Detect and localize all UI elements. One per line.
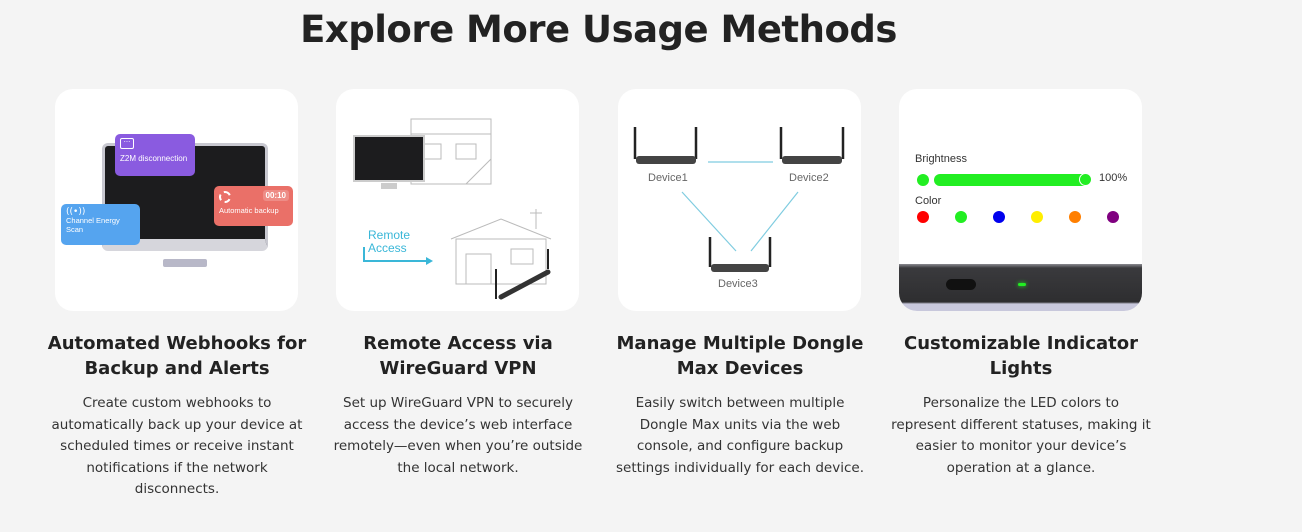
multi-device-illustration: Device1 Device2 Device3 bbox=[618, 89, 861, 311]
remote-access-label: Remote Access bbox=[368, 228, 411, 255]
device-label: Device1 bbox=[648, 172, 688, 184]
refresh-icon bbox=[219, 191, 231, 203]
antenna-icon: ((•)) bbox=[66, 207, 86, 217]
chat-icon: ··· bbox=[120, 138, 134, 149]
device-label: Device3 bbox=[718, 278, 758, 290]
brightness-slider[interactable] bbox=[934, 173, 1092, 186]
feature-indicator-lights: Brightness 100% Color Customizable Indic… bbox=[891, 89, 1151, 479]
brightness-fill bbox=[934, 173, 1092, 186]
feature-multi-device: Device1 Device2 Device3 Manage Multiple … bbox=[616, 89, 864, 479]
monitor-stand bbox=[163, 259, 207, 267]
webhooks-illustration: ··· Z2M disconnection ((•)) Channel Ener… bbox=[55, 89, 298, 311]
notification-channel-scan: ((•)) Channel Energy Scan bbox=[61, 204, 140, 245]
page-title: Explore More Usage Methods bbox=[300, 8, 897, 51]
remote-access-illustration: Remote Access bbox=[336, 89, 579, 311]
color-swatch[interactable] bbox=[917, 211, 929, 223]
color-swatch[interactable] bbox=[955, 211, 967, 223]
color-swatch[interactable] bbox=[1107, 211, 1119, 223]
feature-description: Create custom webhooks to automatically … bbox=[51, 395, 303, 497]
brightness-min-dot bbox=[917, 174, 929, 186]
dongle-device bbox=[899, 264, 1142, 311]
brightness-label: Brightness bbox=[915, 153, 967, 165]
color-label: Color bbox=[915, 195, 942, 207]
color-swatch[interactable] bbox=[1069, 211, 1081, 223]
houses-illustration bbox=[353, 118, 552, 300]
feature-webhooks: ··· Z2M disconnection ((•)) Channel Ener… bbox=[48, 89, 306, 501]
devices-diagram bbox=[633, 127, 845, 272]
feature-description: Easily switch between multiple Dongle Ma… bbox=[615, 395, 864, 476]
feature-remote-access: Remote Access Remote Access via WireGuar… bbox=[334, 89, 582, 479]
feature-description: Personalize the LED colors to represent … bbox=[891, 395, 1151, 476]
feature-title: Manage Multiple Dongle Max Devices bbox=[616, 333, 864, 379]
usb-port bbox=[946, 279, 976, 290]
feature-description: Set up WireGuard VPN to securely access … bbox=[333, 395, 583, 476]
device-label: Device2 bbox=[789, 172, 829, 184]
feature-title: Automated Webhooks for Backup and Alerts bbox=[47, 333, 307, 379]
led-indicator bbox=[1018, 283, 1026, 286]
slider-thumb[interactable] bbox=[1079, 173, 1092, 186]
notification-z2m: ··· Z2M disconnection bbox=[115, 134, 195, 176]
color-swatch[interactable] bbox=[1031, 211, 1043, 223]
color-swatches bbox=[917, 211, 1127, 223]
feature-title: Customizable Indicator Lights bbox=[903, 333, 1139, 379]
brightness-value: 100% bbox=[1099, 172, 1128, 184]
color-swatch[interactable] bbox=[993, 211, 1005, 223]
notification-backup: 00:10 Automatic backup bbox=[214, 186, 293, 226]
indicator-lights-illustration: Brightness 100% Color bbox=[899, 89, 1142, 311]
feature-title: Remote Access via WireGuard VPN bbox=[363, 333, 553, 379]
